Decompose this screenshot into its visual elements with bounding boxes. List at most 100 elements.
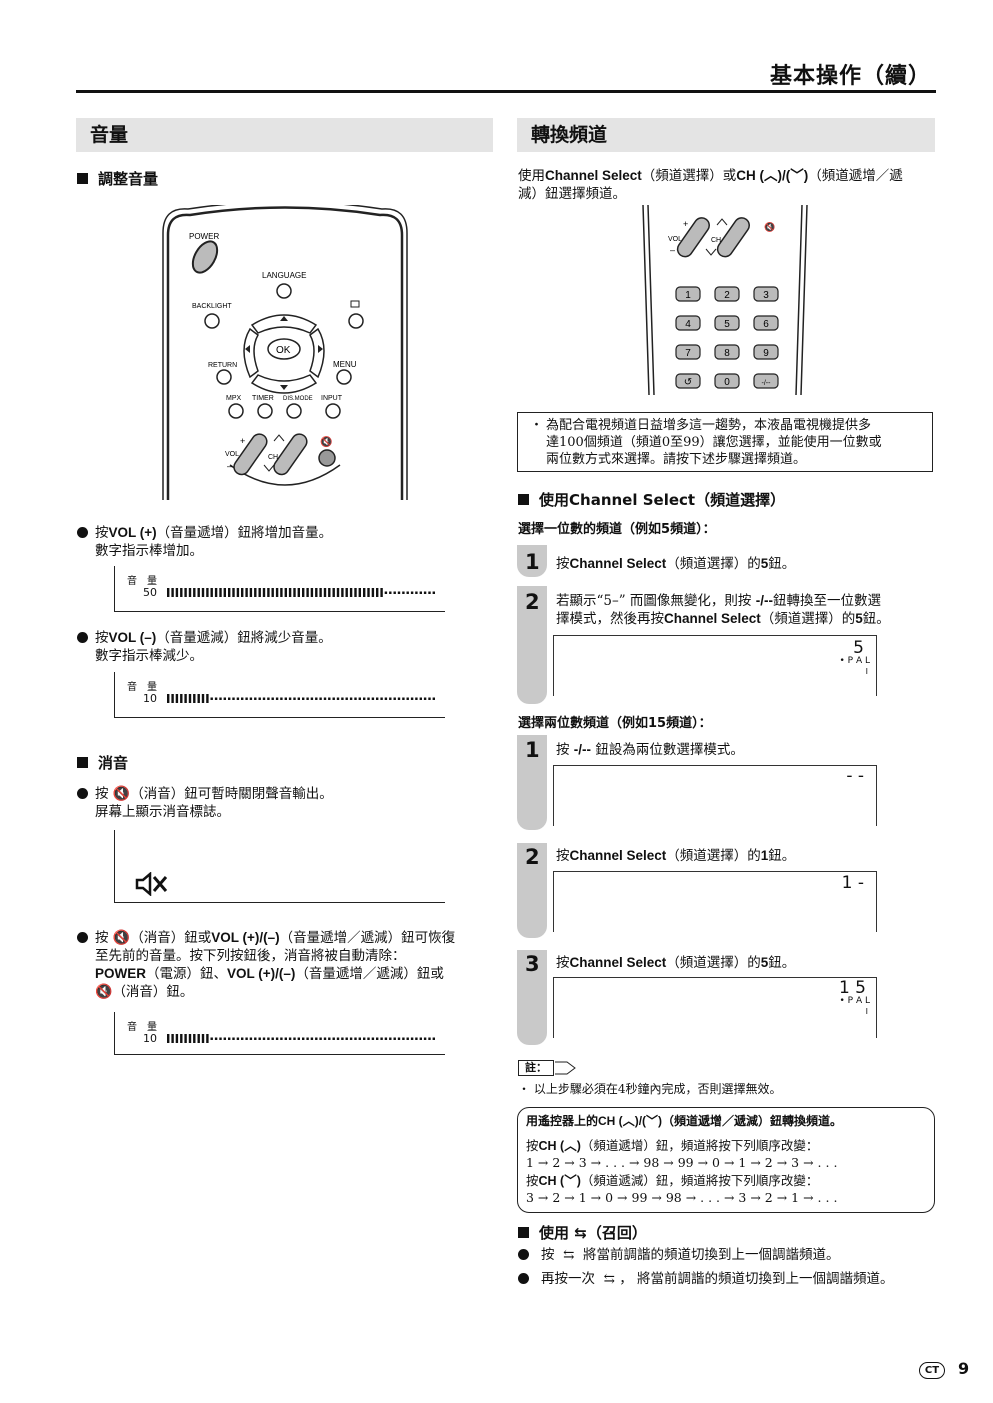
single-step1-text: 按Channel Select（頻道選擇）的5鈕。: [556, 556, 796, 572]
volume-bar-tick-empty: [384, 697, 388, 700]
volume-bar-tick-filled: [193, 694, 196, 703]
volume-bar-tick-empty: [328, 1037, 331, 1040]
channel-intro: 使用Channel Select（頻道選擇）或CH (︿)/(﹀)（頻道遞增／遞…: [518, 168, 903, 202]
volume-bar-tick-filled: [376, 588, 379, 597]
step-tab: [517, 843, 547, 938]
return-label: RETURN: [208, 362, 237, 369]
volume-bar-tick-filled: [267, 588, 270, 597]
vol-up-bullet: 按VOL (+)（音量遞增）鈕將增加音量。 數字指示棒增加。: [77, 524, 495, 560]
volume-bar-tick-empty: [262, 697, 266, 700]
volume-bar-tick-empty: [389, 697, 392, 700]
volume-bar-tick-filled: [349, 588, 353, 597]
volume-bar-tick-empty: [371, 697, 375, 700]
volume-bar-tick-empty: [349, 1037, 353, 1040]
volume-bar-tick-filled: [193, 588, 196, 597]
mute-icon: 🔇: [112, 786, 131, 802]
volume-bar-tick-empty: [336, 697, 340, 700]
volume-bar-tick-filled: [345, 588, 348, 597]
volume-bar-tick-empty: [423, 591, 427, 594]
volume-bar-tick-filled: [184, 588, 187, 597]
volume-bar-tick-filled: [241, 588, 244, 597]
svg-text:2: 2: [724, 290, 730, 301]
keypad-button-10: 0: [714, 373, 740, 389]
timer-label: TIMER: [252, 395, 274, 402]
volume-bar-tick-empty: [293, 697, 296, 700]
volume-bar-tick-filled: [210, 588, 213, 597]
volume-bar-tick-empty: [236, 1037, 240, 1040]
volume-bar-tick-filled: [180, 588, 183, 597]
volume-bar-tick-empty: [402, 1037, 405, 1040]
volume-bar-tick-empty: [223, 697, 226, 700]
channel-select-heading: 使用Channel Select（頻道選擇）: [518, 489, 785, 510]
volume-bar-tick-empty: [363, 1037, 366, 1040]
volume-bar-tick-filled: [258, 588, 261, 597]
svg-text:9: 9: [763, 348, 769, 359]
volume-bar-tick-empty: [328, 697, 331, 700]
volume-bar-tick-empty: [302, 1037, 305, 1040]
svg-text:+: +: [240, 436, 245, 446]
volume-bar-tick-filled: [188, 1034, 192, 1043]
volume-bar-tick-filled: [167, 1034, 170, 1043]
volume-bar-tick-filled: [188, 694, 192, 703]
volume-bar-tick-empty: [415, 1037, 418, 1040]
svg-text:–: –: [670, 245, 675, 255]
language-label: LANGUAGE: [262, 271, 306, 280]
volume-bar-tick-empty: [428, 1037, 431, 1040]
chevron-up-icon: ︿: [622, 1114, 635, 1128]
volume-bar-tick-empty: [336, 1037, 340, 1040]
keypad-button-0: 1: [675, 286, 701, 302]
volume-bar-tick-filled: [228, 588, 231, 597]
step-tab: [517, 735, 547, 830]
volume-bar-tick-filled: [341, 588, 344, 597]
volume-bar-tick-filled: [310, 588, 314, 597]
volume-bar-tick-filled: [219, 588, 222, 597]
volume-bar-tick-filled: [232, 588, 235, 597]
volume-bar-tick-filled: [197, 694, 200, 703]
volume-bar-tick-filled: [167, 588, 170, 597]
volume-bar-tick-filled: [319, 588, 322, 597]
volume-bar-tick-filled: [293, 588, 296, 597]
volume-bar-tick-empty: [406, 1037, 409, 1040]
mpx-label: MPX: [226, 395, 242, 402]
osd-mute-screen: [114, 830, 445, 903]
volume-bar-tick-filled: [214, 588, 218, 597]
volume-bar-tick-empty: [306, 1037, 309, 1040]
step-number: 1: [525, 550, 540, 574]
volume-bar-tick-empty: [245, 1037, 248, 1040]
step-number: 3: [525, 952, 540, 976]
volume-bar-tick-empty: [245, 697, 248, 700]
volume-bar-tick-empty: [423, 1037, 427, 1040]
volume-bar-tick-empty: [402, 697, 405, 700]
volume-bar-tick-empty: [358, 697, 361, 700]
svg-text:5: 5: [724, 319, 730, 330]
volume-bar-tick-empty: [249, 697, 253, 700]
volume-bar-tick-filled: [371, 588, 375, 597]
keypad-button-6: 7: [675, 344, 701, 360]
volume-bar-tick-filled: [245, 588, 248, 597]
keypad-button-4: 5: [714, 315, 740, 331]
volume-bar-tick-empty: [354, 697, 357, 700]
volume-bar-tick-filled: [206, 694, 209, 703]
volume-bar-tick-empty: [389, 1037, 392, 1040]
page-header-title: 基本操作（續）: [769, 64, 931, 89]
volume-bar-tick-filled: [280, 588, 283, 597]
volume-bar-tick-empty: [288, 1037, 292, 1040]
chevron-down-icon: ﹀: [790, 168, 804, 183]
volume-bar-tick-empty: [371, 1037, 375, 1040]
volume-bar-50: [167, 588, 435, 597]
volume-bar-tick-filled: [223, 588, 226, 597]
volume-bar-tick-empty: [254, 697, 257, 700]
volume-bar-tick-empty: [214, 697, 218, 700]
volume-bar-tick-empty: [406, 591, 409, 594]
volume-bar-tick-empty: [397, 591, 401, 594]
svg-text:6: 6: [763, 319, 769, 330]
section-title-channel: 轉換頻道: [517, 118, 935, 152]
volume-bar-tick-empty: [271, 697, 274, 700]
volume-bar-restored: [167, 1034, 435, 1043]
volume-bar-tick-empty: [258, 697, 261, 700]
volume-bar-tick-empty: [262, 1037, 266, 1040]
power-label: POWER: [189, 232, 219, 241]
volume-bar-tick-empty: [406, 697, 409, 700]
volume-bar-tick-empty: [214, 1037, 218, 1040]
chevron-down-icon: ﹀: [564, 1174, 577, 1188]
